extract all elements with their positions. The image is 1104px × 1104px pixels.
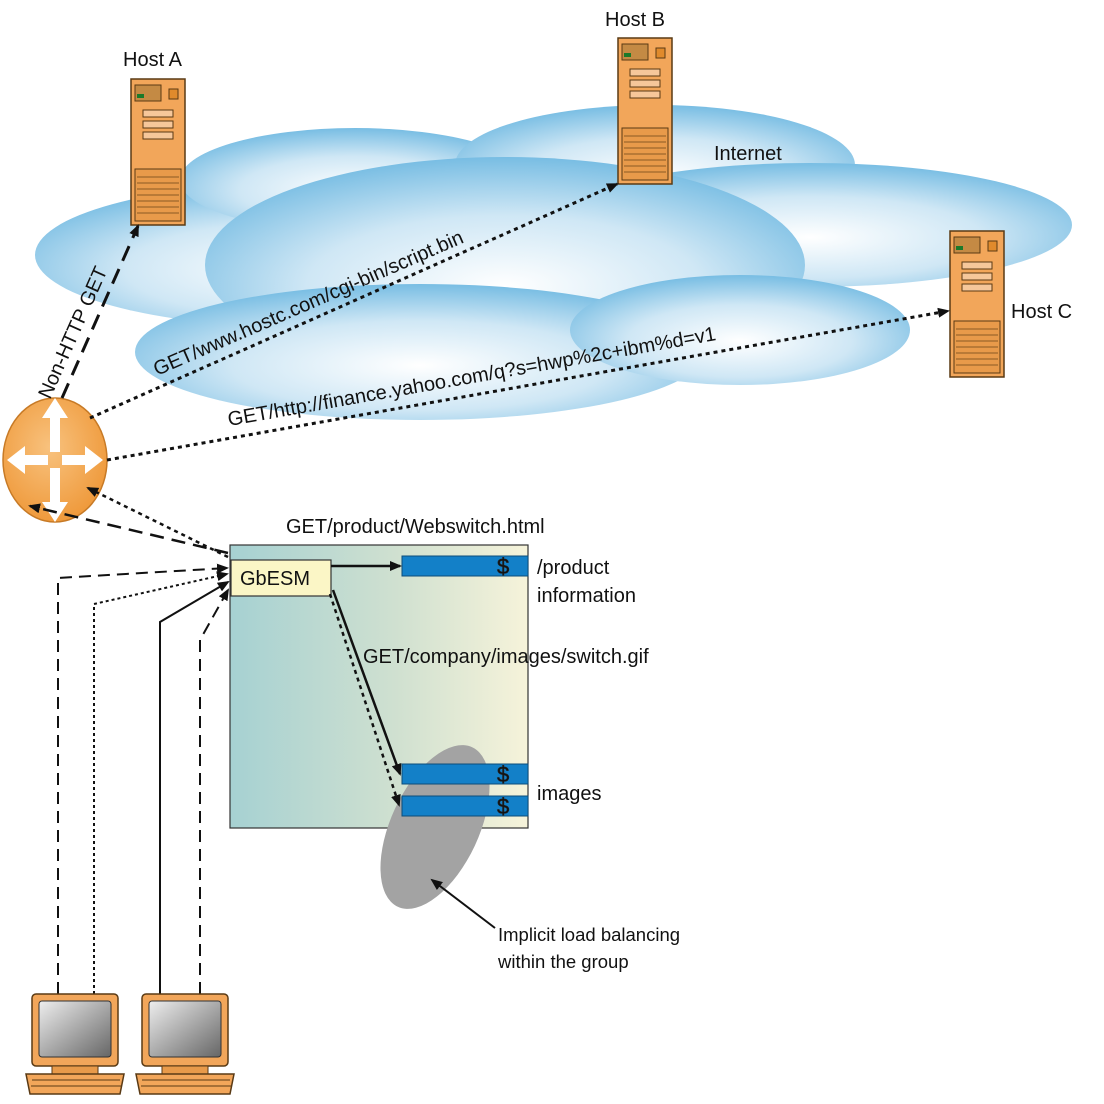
yahoo-arrow (106, 307, 950, 462)
product-request-label: GET/product/Webswitch.html (286, 516, 545, 538)
non-http-arrow (60, 224, 140, 399)
internal-arrows (328, 561, 402, 807)
gbesm-label: GbESM (240, 568, 310, 590)
client-computer-2-icon (135, 993, 235, 1095)
product-server-bar: $ (401, 554, 529, 579)
hostc-script-arrow (89, 182, 619, 420)
product-group-label-1: /product (537, 557, 610, 579)
cache-icon: $ (497, 762, 509, 787)
annotation-line-2: within the group (497, 951, 629, 972)
host-a-label: Host A (123, 49, 183, 71)
images-group-label: images (537, 783, 601, 805)
load-balancing-group-ellipse (380, 745, 490, 909)
product-group-label-2: information (537, 585, 636, 607)
host-c-server-icon (949, 230, 1005, 378)
annotation-pointer (430, 878, 496, 929)
cache-icon: $ (497, 554, 509, 579)
request-arrows (60, 182, 950, 462)
internet-label: Internet (714, 143, 782, 165)
annotation-line-1: Implicit load balancing (498, 924, 680, 945)
client-computer-1-icon (25, 993, 125, 1095)
cache-icon: $ (497, 794, 509, 819)
host-b-label: Host B (605, 9, 665, 31)
client-paths (28, 486, 230, 994)
host-a-server-icon (130, 78, 186, 226)
internet-cloud (35, 105, 1072, 420)
router-icon (2, 397, 108, 523)
host-c-label: Host C (1011, 301, 1072, 323)
image-request-label: GET/company/images/switch.gif (363, 646, 649, 668)
images-server-bar-2: $ (401, 794, 529, 819)
host-b-server-icon (617, 37, 673, 185)
images-server-bar-1: $ (401, 762, 529, 787)
gbesm-module: GbESM (230, 559, 332, 597)
